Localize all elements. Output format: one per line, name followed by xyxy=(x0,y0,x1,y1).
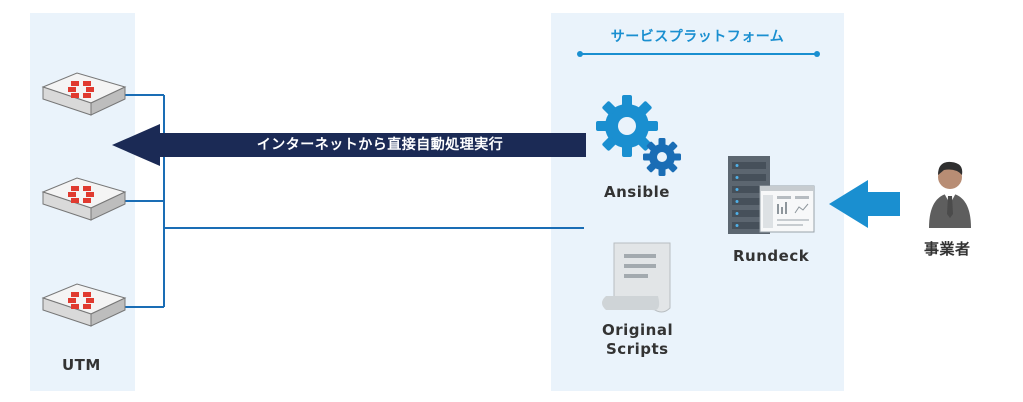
gears-icon xyxy=(596,95,681,176)
rundeck-label: Rundeck xyxy=(733,247,810,265)
utm-device-icon xyxy=(42,72,126,116)
operator-label: 事業者 xyxy=(924,240,971,258)
scripts-label-line1: Original xyxy=(602,321,674,339)
internet-direct-arrow xyxy=(112,124,586,166)
ansible-label: Ansible xyxy=(604,183,670,201)
utm-device-icon xyxy=(42,177,126,221)
dashboard-screen-icon xyxy=(759,185,815,233)
document-icon xyxy=(602,242,671,313)
person-icon xyxy=(929,161,971,228)
operator-arrow xyxy=(829,180,900,228)
platform-title: サービスプラットフォーム xyxy=(610,29,785,45)
rule-dot-right xyxy=(814,51,820,57)
utm-device-icon xyxy=(42,283,126,327)
scripts-label-line2: Scripts xyxy=(606,340,669,358)
rule-dot-left xyxy=(577,51,583,57)
connector-lines xyxy=(110,94,584,308)
banner-text: インターネットから直接自動処理実行 xyxy=(256,137,504,153)
platform-title-rule xyxy=(580,53,817,55)
utm-label: UTM xyxy=(62,356,101,374)
